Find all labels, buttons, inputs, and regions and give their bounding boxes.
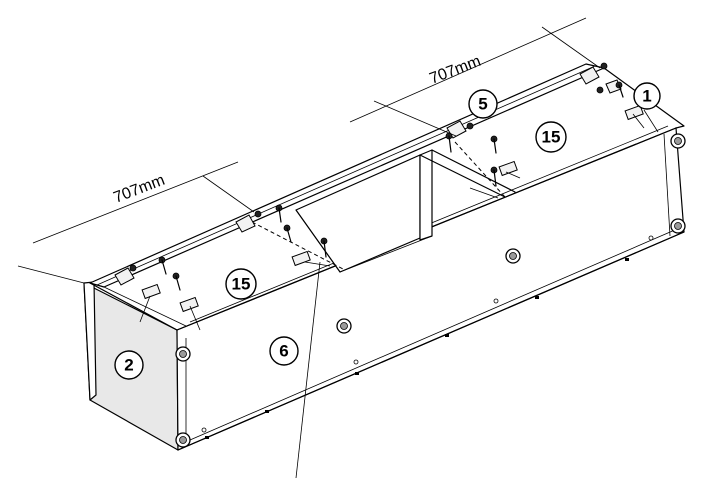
bottom-markers [201, 235, 654, 439]
front-bottom-inner [189, 225, 685, 441]
back-rail-line [96, 65, 596, 286]
guide-line-right [454, 141, 506, 198]
dimension-label-right: 707mm [427, 53, 483, 88]
callout-label-2: 2 [124, 356, 133, 375]
callout-6: 6 [269, 336, 299, 366]
middle-divider [419, 149, 433, 241]
divider-top-edge [419, 154, 506, 198]
front-panel-inner-edge-right [663, 133, 671, 237]
callout-label-1: 1 [642, 87, 651, 106]
cam-locks [175, 133, 686, 448]
leader-lines [139, 109, 659, 479]
callout-5: 5 [468, 89, 498, 119]
divider-top-edge-2 [431, 149, 516, 193]
left-end-panel-edge [83, 281, 97, 401]
callout-2: 2 [114, 350, 144, 380]
front-bottom-edge [177, 231, 685, 451]
left-end-top [89, 282, 178, 331]
callout-label-15-right: 15 [542, 128, 561, 147]
dimension-label-left: 707mm [111, 172, 167, 207]
interior-floor-edge [339, 235, 433, 273]
callout-15-right: 15 [535, 121, 567, 153]
left-end-top-inner [103, 286, 187, 327]
right-end-top [603, 67, 685, 129]
interior-left-edge [295, 209, 341, 273]
callout-label-5: 5 [478, 95, 487, 114]
brackets [114, 66, 644, 313]
callout-15-left: 15 [225, 268, 257, 300]
guide-line-left [251, 221, 346, 271]
screws [129, 62, 624, 291]
callout-1: 1 [633, 82, 661, 110]
callout-label-15-left: 15 [232, 275, 251, 294]
callout-label-6: 6 [279, 342, 288, 361]
